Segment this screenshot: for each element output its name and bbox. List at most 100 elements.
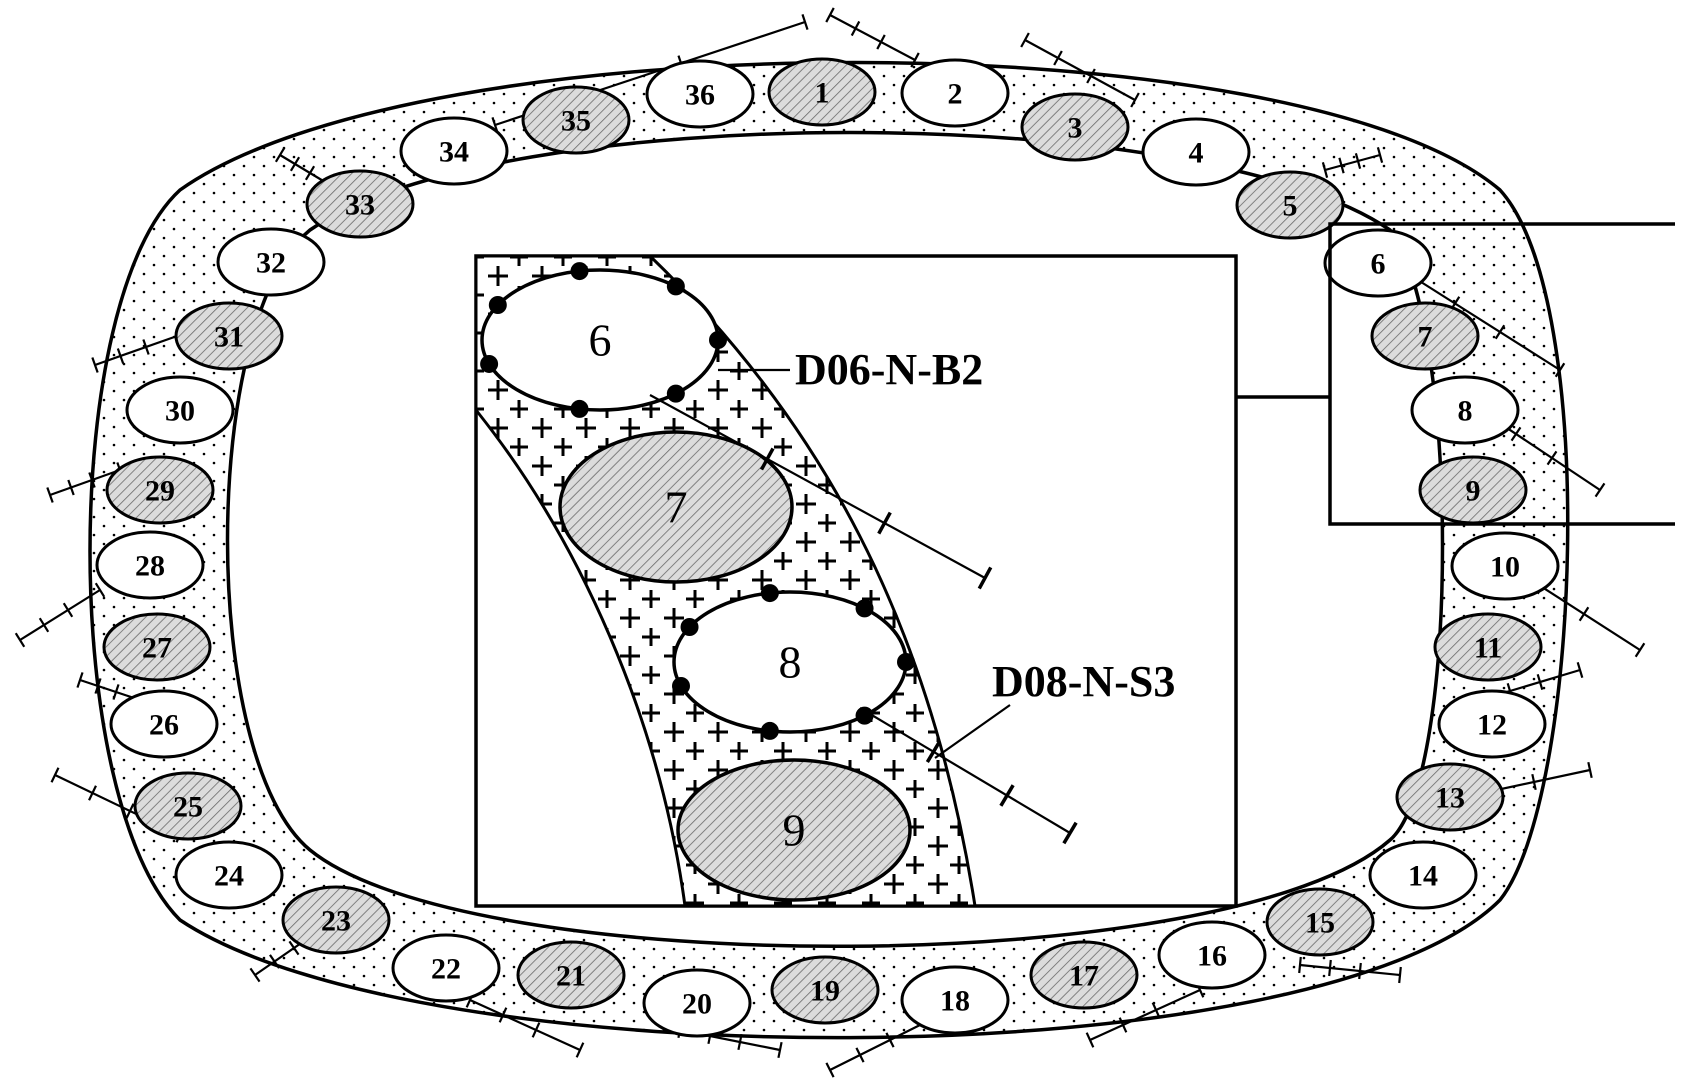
inset-anchor-tick [999, 784, 1015, 807]
pile-2: 2 [900, 58, 1010, 128]
pile-label: 12 [1477, 709, 1507, 742]
pile-label: 33 [345, 189, 375, 222]
anchor-tick [1053, 50, 1063, 66]
rebar-dot [671, 676, 690, 695]
anchor-tick [88, 785, 97, 801]
pile-circle [399, 116, 509, 186]
anchor-tick [67, 479, 75, 496]
pile-circle [770, 955, 880, 1025]
inset-pile-label: 6 [589, 315, 612, 366]
rebar-dot [666, 277, 685, 296]
pile-label: 19 [810, 975, 840, 1008]
anchor-tick [1576, 662, 1584, 678]
pile-label: 32 [256, 247, 286, 280]
anchor-tick [50, 767, 60, 783]
pile-circle [1450, 531, 1560, 601]
anchor-tick [498, 1007, 508, 1023]
anchor-tick [825, 7, 835, 23]
anchor-tick [1298, 956, 1302, 974]
pile-circle [109, 689, 219, 759]
pile-13: 13 [1395, 762, 1505, 832]
pile-1: 1 [767, 57, 877, 127]
anchor-tick [850, 20, 861, 37]
pile-label: 36 [685, 79, 715, 112]
anchor-tick [1531, 773, 1537, 791]
anchor-tick [76, 672, 84, 688]
pile-7: 7 [1370, 301, 1480, 371]
pile-label: 4 [1189, 137, 1204, 170]
pile-label: 25 [173, 791, 203, 824]
anchor-tick [94, 582, 106, 598]
pile-label: 24 [214, 860, 244, 893]
anchor-tick [274, 147, 286, 163]
anchor-tick [1338, 157, 1345, 174]
inset-anchor-tick [925, 740, 942, 763]
pile-circle [174, 840, 284, 910]
pile-36: 36 [645, 59, 755, 129]
anchor-line [19, 589, 101, 641]
pile-circle [521, 85, 631, 155]
pile-14: 14 [1368, 840, 1478, 910]
rebar-dot [680, 618, 699, 636]
inset-pile-label: 9 [783, 805, 806, 856]
anchor-tick [876, 34, 886, 50]
anchor-tick [249, 967, 261, 983]
pile-circle [133, 771, 243, 841]
pile-label: 30 [165, 395, 195, 428]
pile-circle [281, 885, 391, 955]
inset-pile-8: 8 [671, 584, 915, 740]
pile-18: 18 [900, 965, 1010, 1035]
rebar-dot [855, 599, 874, 618]
inset-anchor-tick [759, 447, 775, 471]
pile-circle [1437, 689, 1547, 759]
anchor-tick [112, 684, 120, 700]
anchor-tick [855, 1047, 865, 1063]
rebar-dot [666, 384, 685, 403]
pile-5: 5 [1235, 170, 1345, 240]
inset-anchor-line [859, 707, 1071, 834]
anchor-tick [288, 940, 300, 956]
pile-33: 33 [305, 169, 415, 239]
rebar-dot [570, 262, 589, 281]
pile-circle [767, 57, 877, 127]
anchor-tick [1086, 68, 1096, 84]
anchor-line [829, 1019, 931, 1071]
pile-label: 1 [815, 77, 830, 110]
pile-6: 6 [1323, 228, 1433, 298]
inset-anchor-tick [977, 566, 993, 590]
rebar-dot [760, 584, 779, 603]
pile-label: 16 [1197, 940, 1227, 973]
pile-circle [642, 968, 752, 1038]
retaining-ring [88, 60, 1570, 1040]
anchor-tick [1494, 324, 1506, 340]
pile-label: 35 [561, 105, 591, 138]
pile-circle [1020, 92, 1130, 162]
callout-leader-bottom [934, 704, 1011, 759]
pile-label: 13 [1435, 782, 1465, 815]
pile-circle [1410, 375, 1520, 445]
anchor-tick [1130, 92, 1140, 108]
rebar-dot [488, 296, 507, 314]
pile-label: 5 [1283, 190, 1298, 223]
pile-label: 15 [1305, 907, 1335, 940]
pile-21: 21 [516, 940, 626, 1010]
pile-27: 27 [102, 612, 212, 682]
pile-circle [1265, 887, 1375, 957]
anchor-line [49, 468, 121, 497]
pile-11: 11 [1433, 612, 1543, 682]
inset-pile-circle [676, 758, 912, 902]
anchor-tick [1151, 1002, 1161, 1018]
anchor-tick [1594, 482, 1606, 498]
pile-circle [1141, 117, 1251, 187]
pile-20: 20 [642, 968, 752, 1038]
rebar-dot [570, 399, 589, 418]
anchor-line [94, 333, 181, 367]
anchor-tick [531, 1022, 541, 1038]
pile-9: 9 [1418, 455, 1528, 525]
anchor-tick [1358, 962, 1362, 980]
pile-circle [1029, 940, 1139, 1010]
pile-19: 19 [770, 955, 880, 1025]
